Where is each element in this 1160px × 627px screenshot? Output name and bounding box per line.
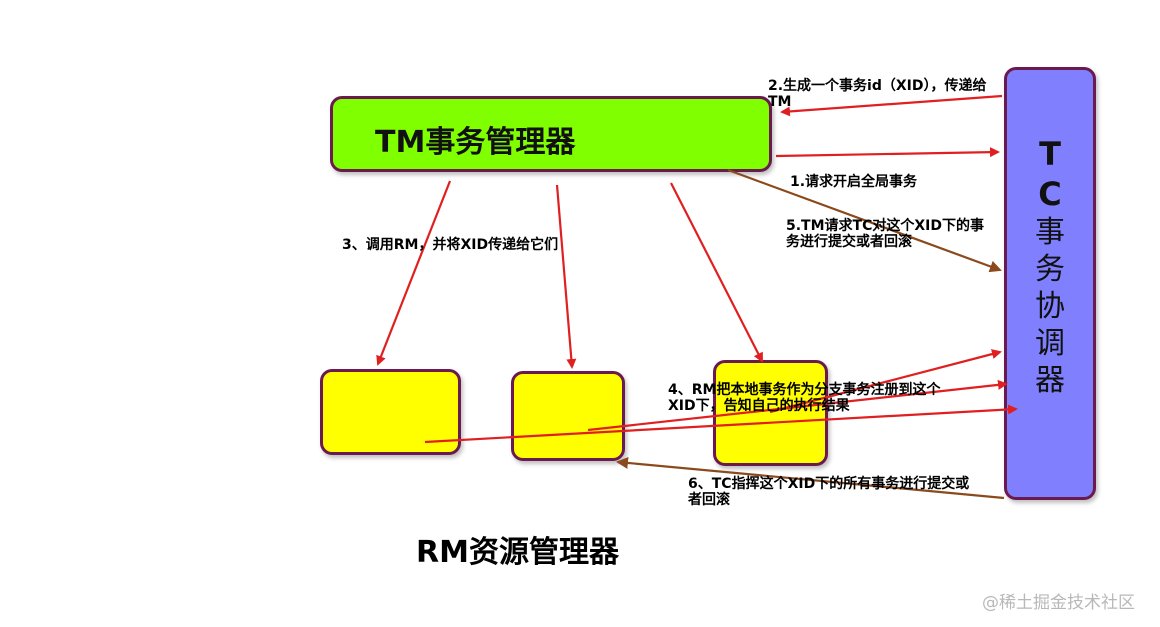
note-step-4: 4、RM把本地事务作为分支事务注册到这个XID下，告知自己的执行结果 bbox=[668, 382, 941, 414]
tc-char: 器 bbox=[1035, 363, 1065, 398]
tc-node: TC 事 务 协 调 器 bbox=[1004, 67, 1096, 500]
rm-node-2 bbox=[511, 371, 625, 461]
arrow-rm2-to-tc bbox=[587, 379, 1008, 432]
tc-char: 协 bbox=[1035, 289, 1065, 324]
tc-node-title: TC 事 务 协 调 器 bbox=[1032, 134, 1068, 399]
tm-node-label: TM事务管理器 bbox=[375, 125, 576, 160]
watermark: @稀土掘金技术社区 bbox=[982, 593, 1135, 613]
arrow-tm-to-rm2 bbox=[555, 184, 577, 369]
note-step-1: 1.请求开启全局事务 bbox=[790, 174, 918, 190]
arrow-tc-to-tm bbox=[780, 94, 1003, 117]
arrow-tm-to-rm3 bbox=[670, 182, 763, 363]
note-step-5: 5.TM请求TC对这个XID下的事务进行提交或者回滚 bbox=[786, 218, 984, 250]
arrow-rm3-to-tc bbox=[769, 349, 1002, 414]
note-step-6: 6、TC指挥这个XID下的所有事务进行提交或者回滚 bbox=[688, 476, 970, 508]
tc-node-label: TC bbox=[1038, 135, 1062, 213]
tc-char: 事 bbox=[1035, 215, 1065, 250]
tc-char: 调 bbox=[1035, 326, 1065, 361]
arrow-tm-to-rm1 bbox=[376, 180, 452, 366]
arrow-tm-to-tc bbox=[775, 147, 1000, 158]
tm-node: TM事务管理器 bbox=[330, 96, 772, 172]
arrow-tm-commit-to-tc bbox=[727, 168, 1002, 273]
arrow-rm1-to-tc bbox=[424, 404, 1018, 444]
tc-char: 务 bbox=[1035, 252, 1065, 287]
arrow-tc-to-rms bbox=[616, 456, 1005, 500]
note-step-3: 3、调用RM，并将XID传递给它们 bbox=[342, 237, 559, 253]
rm-group-label: RM资源管理器 bbox=[416, 535, 619, 570]
note-step-2: 2.生成一个事务id（XID），传递给TM bbox=[768, 78, 987, 110]
tc-node-chars: 事 务 协 调 器 bbox=[1032, 214, 1068, 399]
